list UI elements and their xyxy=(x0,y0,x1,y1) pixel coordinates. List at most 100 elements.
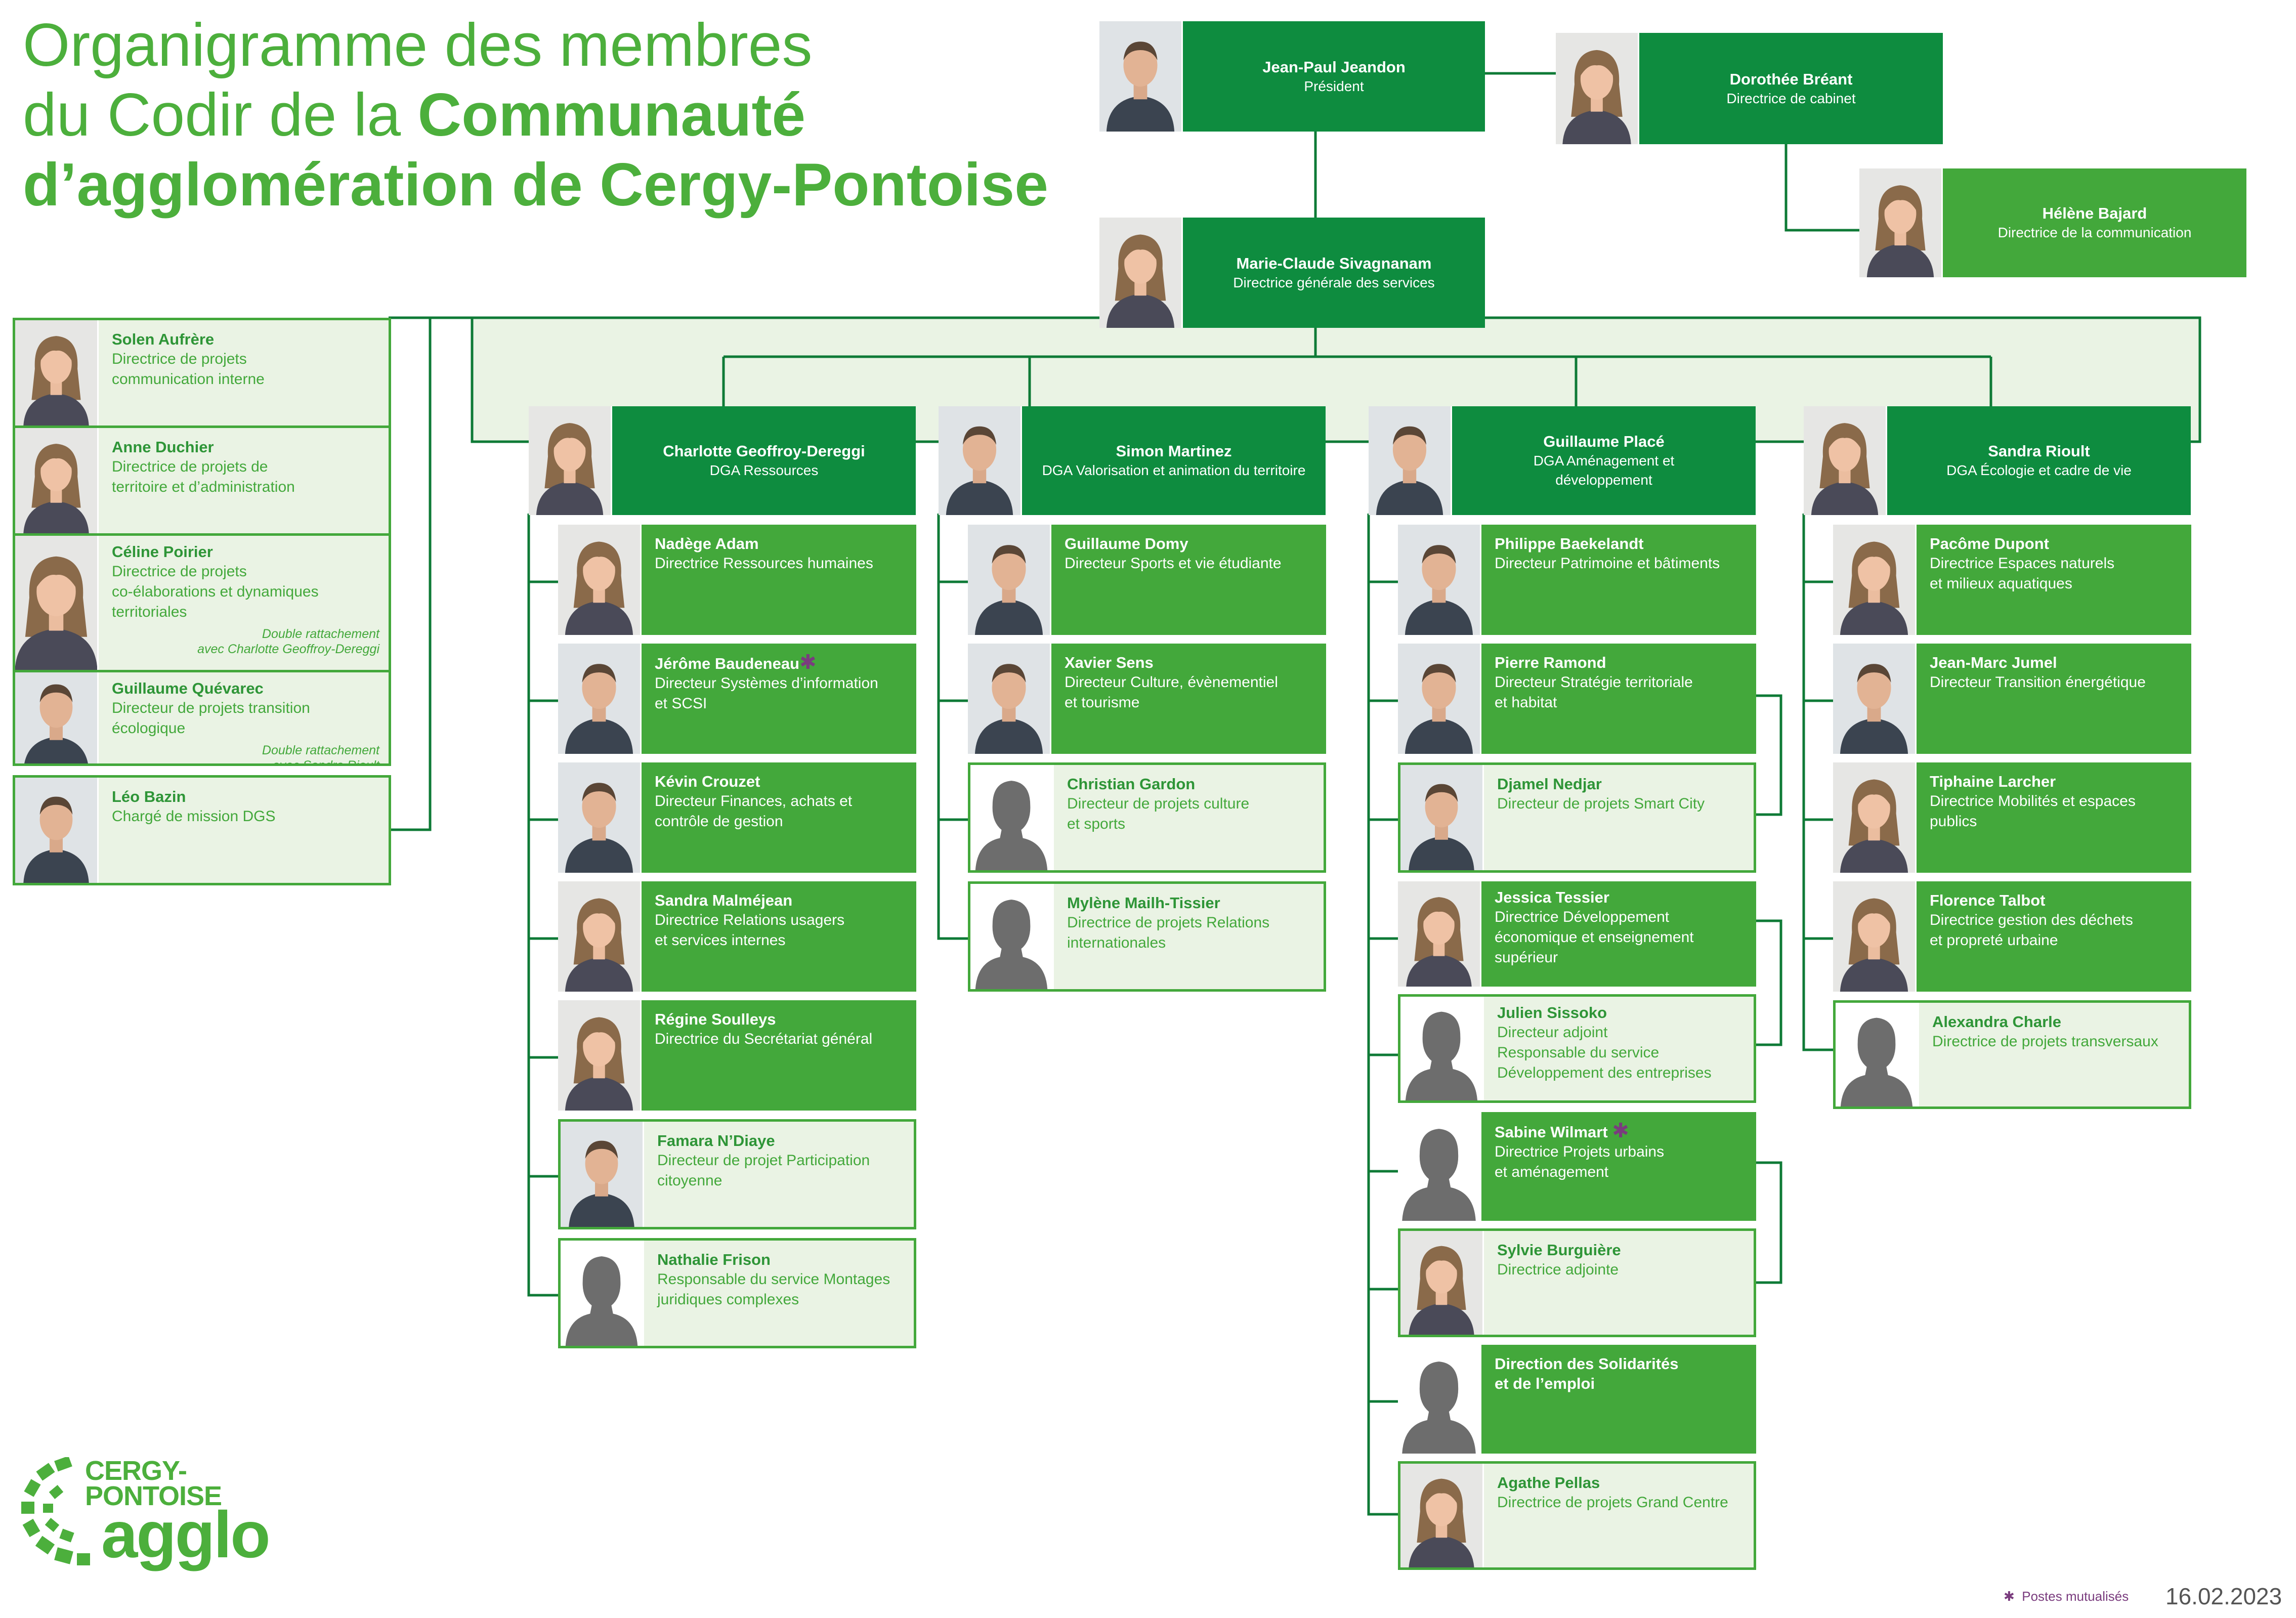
portrait-icon xyxy=(15,778,97,883)
legend-note: ✱ Postes mutualisés xyxy=(2004,1589,2129,1604)
person-photo xyxy=(1833,881,1917,992)
logo-dots-icon xyxy=(21,1457,90,1565)
person-photo xyxy=(1400,1464,1484,1567)
person-silhouette xyxy=(970,884,1054,989)
portrait-icon xyxy=(1833,525,1915,635)
page-title: Organigramme des membres du Codir de la … xyxy=(23,11,1048,219)
portrait-icon xyxy=(558,525,640,635)
person-photo xyxy=(1833,525,1917,635)
person-silhouette xyxy=(1400,997,1484,1100)
person-photo xyxy=(558,1000,642,1111)
silhouette-icon xyxy=(1398,1112,1480,1221)
portrait-icon xyxy=(1833,881,1915,992)
person-photo xyxy=(968,525,1051,635)
silhouette-icon xyxy=(1398,1345,1480,1454)
portrait-icon xyxy=(558,762,640,873)
portrait-icon xyxy=(1804,406,1886,515)
portrait-icon xyxy=(15,320,97,425)
person-photo xyxy=(1804,406,1887,515)
portrait-icon xyxy=(1833,762,1915,873)
silhouette-icon xyxy=(970,765,1052,870)
portrait-icon xyxy=(968,525,1050,635)
portrait-icon xyxy=(1859,168,1941,277)
person-photo xyxy=(1833,644,1917,754)
person-photo xyxy=(1833,762,1917,873)
person-photo xyxy=(1369,406,1452,515)
person-photo xyxy=(558,762,642,873)
portrait-icon xyxy=(1099,218,1181,328)
person-photo xyxy=(1099,218,1183,328)
portrait-icon xyxy=(1556,33,1638,144)
person-photo xyxy=(558,525,642,635)
portrait-icon xyxy=(15,428,97,533)
silhouette-icon xyxy=(970,884,1052,989)
portrait-icon xyxy=(561,1122,643,1227)
person-photo xyxy=(15,320,99,425)
portrait-icon xyxy=(1400,1231,1482,1335)
publication-date: 16.02.2023 xyxy=(2165,1583,2282,1609)
person-photo xyxy=(939,406,1022,515)
person-photo xyxy=(15,428,99,533)
person-silhouette xyxy=(561,1241,644,1346)
person-photo xyxy=(1099,21,1183,132)
portrait-icon xyxy=(1833,644,1915,754)
silhouette-icon xyxy=(1400,997,1482,1100)
member-card: Jérôme Baudeneau✱Directeur Systèmes d’in… xyxy=(558,644,916,754)
portrait-icon xyxy=(1369,406,1451,515)
member-card: Sabine Wilmart ✱Directrice Projets urbai… xyxy=(1398,1112,1756,1221)
person-silhouette xyxy=(1836,1003,1919,1106)
portrait-icon xyxy=(1398,525,1480,635)
shared-position-marker: ✱ xyxy=(799,651,817,673)
shared-position-marker: ✱ xyxy=(1612,1120,1629,1142)
person-silhouette xyxy=(970,765,1054,870)
person-photo xyxy=(558,881,642,992)
person-photo xyxy=(529,406,612,515)
person-photo xyxy=(561,1122,644,1227)
portrait-icon xyxy=(558,1000,640,1111)
portrait-icon xyxy=(529,406,611,515)
portrait-icon xyxy=(15,672,97,763)
person-photo xyxy=(1398,644,1481,754)
portrait-icon xyxy=(15,536,97,670)
person-photo xyxy=(1398,525,1481,635)
person-photo xyxy=(1400,1231,1484,1335)
portrait-icon xyxy=(1398,644,1480,754)
person-silhouette xyxy=(1398,1345,1481,1454)
portrait-icon xyxy=(1400,1464,1482,1567)
person-photo xyxy=(1400,765,1484,870)
portrait-icon xyxy=(1400,765,1482,870)
person-photo xyxy=(1398,881,1481,987)
